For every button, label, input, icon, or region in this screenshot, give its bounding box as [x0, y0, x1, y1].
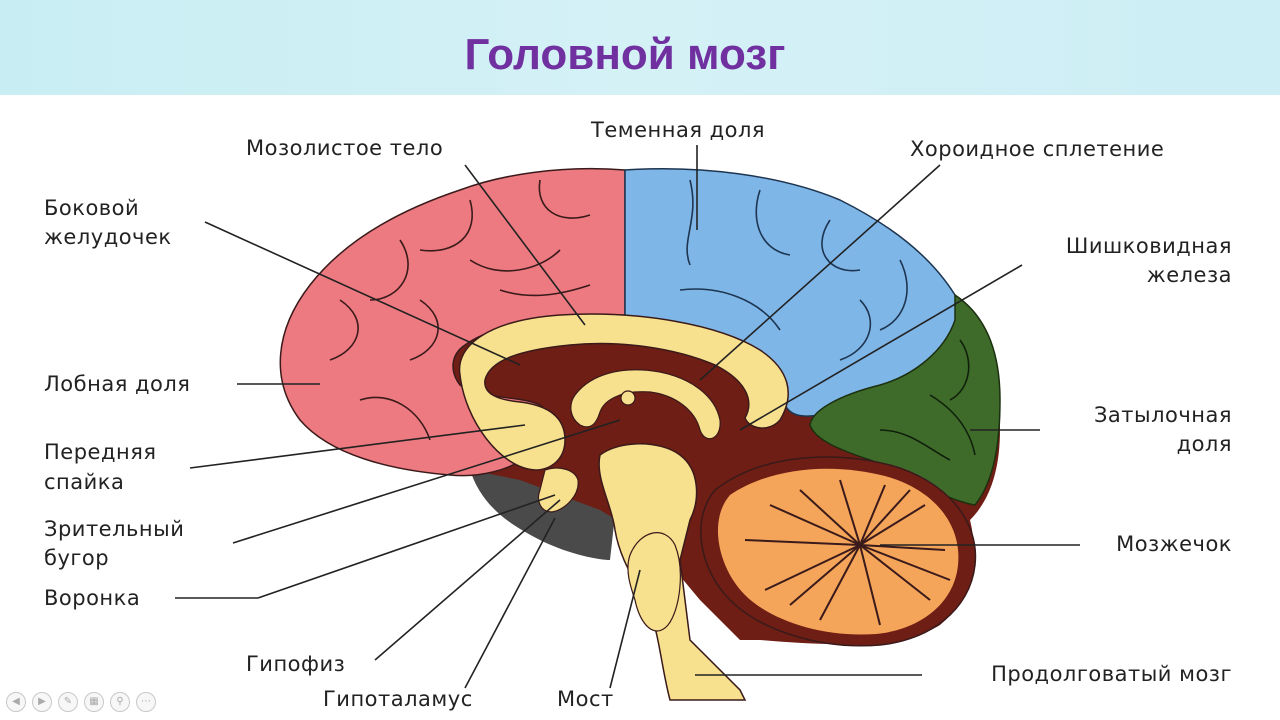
label-thalamus-2: бугор [44, 546, 110, 570]
pituitary-shape [537, 467, 579, 513]
pons-shape [627, 532, 681, 632]
anterior-commissure-dot [620, 390, 636, 406]
fornix-shape [570, 369, 721, 440]
more-icon[interactable]: ⋯ [136, 692, 156, 712]
parietal-gyri [679, 179, 908, 361]
label-pineal-gland-1: Шишковидная [1065, 234, 1232, 258]
page-title: Головной мозг [464, 30, 786, 79]
slides-icon[interactable]: ▦ [84, 692, 104, 712]
label-thalamus-1: Зрительный [44, 517, 185, 541]
label-choroid-plexus: Хороидное сплетение [910, 137, 1165, 161]
label-anterior-commissure-2: спайка [44, 470, 125, 494]
label-lateral-ventricle-1: Боковой [44, 196, 140, 220]
pen-icon[interactable]: ✎ [58, 692, 78, 712]
cerebellum-cortex [717, 468, 959, 635]
frontal-gyri [329, 179, 591, 441]
label-medulla: Продолговатый мозг [991, 662, 1232, 686]
label-anterior-commissure-1: Передняя [44, 440, 157, 464]
next-icon[interactable]: ▶ [32, 692, 52, 712]
label-corpus-callosum: Мозолистое тело [246, 136, 444, 160]
label-infundibulum: Воронка [44, 586, 141, 610]
label-pineal-gland-2: железа [1146, 263, 1232, 287]
label-cerebellum: Мозжечок [1116, 532, 1232, 556]
label-occipital-lobe-1: Затылочная [1093, 403, 1232, 427]
label-pituitary: Гипофиз [246, 652, 346, 676]
zoom-icon[interactable]: ⚲ [110, 692, 130, 712]
title-bar [0, 0, 1280, 95]
prev-icon[interactable]: ◀ [6, 692, 26, 712]
label-frontal-lobe: Лобная доля [44, 372, 191, 396]
arbor-vitae [744, 479, 951, 626]
label-parietal-lobe: Теменная доля [591, 118, 766, 142]
label-lateral-ventricle-2: желудочек [44, 225, 172, 249]
occipital-gyri [879, 339, 976, 461]
label-pons: Мост [557, 687, 614, 711]
label-hypothalamus: Гипоталамус [323, 687, 473, 711]
corpus-callosum-shape [458, 313, 789, 471]
slideshow-controls: ◀ ▶ ✎ ▦ ⚲ ⋯ [6, 692, 156, 714]
label-occipital-lobe-2: доля [1176, 432, 1232, 456]
leader-lines [175, 145, 1080, 689]
